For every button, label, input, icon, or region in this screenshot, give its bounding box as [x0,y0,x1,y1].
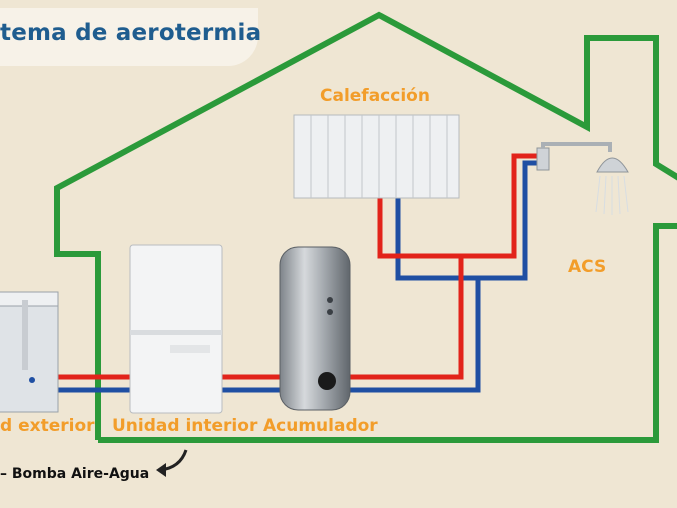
bomba-note-text: Bomba Aire-Agua [11,466,150,482]
house-outline [54,11,677,440]
diagram-title: tema de aerotermia [0,20,262,46]
hot-pipes [0,153,541,380]
label-acumulador: Acumulador [263,416,378,436]
arrowhead [156,463,166,477]
label-calefaccion: Calefacción [320,86,430,106]
title-banner [0,8,258,66]
label-unidad-exterior: d exterior [0,416,95,436]
label-acs: ACS [568,257,607,277]
house-outline-right [98,223,677,443]
radiator [293,114,460,199]
bomba-note: – Bomba Aire-Agua [0,466,150,482]
shower [536,142,629,215]
outdoor-unit [0,291,59,413]
accumulator-tank [279,246,351,411]
label-unidad-interior: Unidad interior [112,416,258,436]
indoor-unit [129,244,223,414]
